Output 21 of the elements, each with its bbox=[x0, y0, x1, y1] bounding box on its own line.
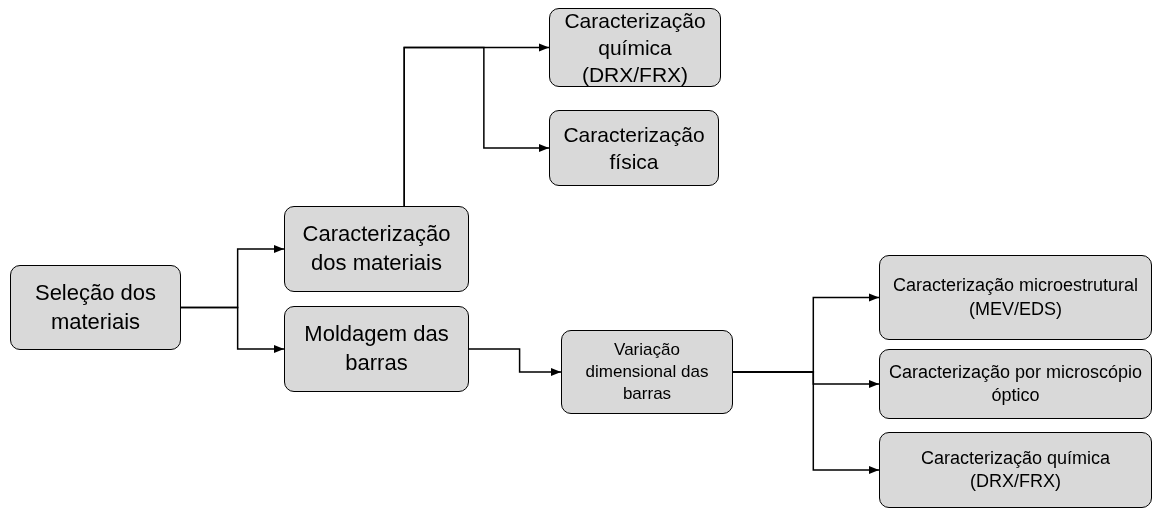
box-label: Caracterização física bbox=[562, 121, 706, 175]
box-label: Caracterização química (DRX/FRX) bbox=[919, 446, 1112, 493]
connector-arrow bbox=[732, 371, 880, 475]
process-box bbox=[549, 110, 719, 186]
process-box bbox=[561, 330, 733, 414]
process-box bbox=[879, 432, 1152, 508]
connector-arrow bbox=[468, 348, 562, 377]
box-label: Caracterização por microscópio óptico bbox=[887, 360, 1144, 407]
process-box bbox=[879, 255, 1152, 340]
process-box bbox=[284, 306, 469, 392]
box-label: Variação dimensional das barras bbox=[584, 338, 710, 406]
process-box bbox=[879, 349, 1152, 419]
box-label: Seleção dos materiais bbox=[33, 278, 158, 336]
box-label: Moldagem das barras bbox=[303, 320, 450, 377]
process-box bbox=[284, 206, 469, 292]
box-label: Caracterização química (DRX/FRX) bbox=[563, 7, 707, 89]
process-box bbox=[10, 265, 181, 350]
connector-arrow bbox=[180, 306, 285, 354]
box-label: Caracterização dos materiais bbox=[301, 220, 452, 277]
process-box bbox=[549, 8, 721, 87]
box-label: Caracterização microestrutural (MEV/EDS) bbox=[891, 274, 1140, 321]
